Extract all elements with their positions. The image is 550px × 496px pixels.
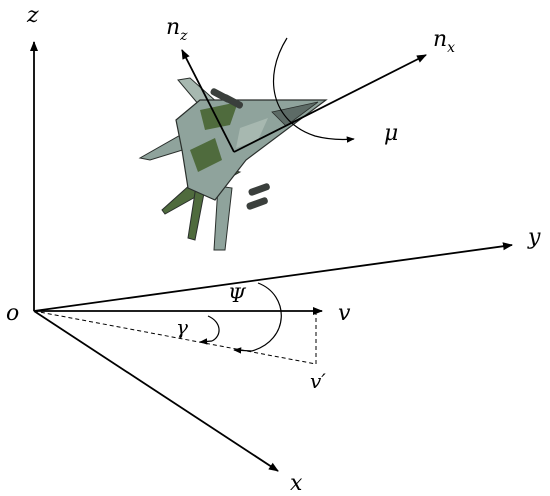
n-z-label: nz [166, 15, 188, 44]
camo-patch [200, 102, 238, 130]
velocity-projection-label: v′ [310, 369, 326, 393]
exhaust-nozzle [246, 197, 268, 210]
psi-arc-arrowhead [233, 347, 253, 354]
mu-roll-arc [272, 37, 355, 143]
velocity-projection-line [33, 310, 317, 365]
n-x-label: nx [433, 27, 455, 56]
gamma-label: γ [176, 315, 188, 339]
exhaust-nozzle [222, 94, 244, 109]
velocity-label: v [338, 301, 351, 326]
exhaust-nozzle [248, 183, 270, 196]
gamma-arc-arrowhead [199, 338, 213, 345]
fighter-jet-illustration [138, 77, 328, 251]
z-axis-label: z [26, 3, 39, 28]
y-axis-label: y [527, 225, 541, 250]
psi-angle-arc [251, 282, 282, 352]
x-axis-label: x [290, 471, 303, 496]
y-axis [33, 242, 513, 312]
canopy [271, 101, 319, 127]
camo-patch [236, 118, 268, 148]
n-z-axis [181, 49, 235, 153]
mu-label: μ [384, 121, 398, 146]
n-x-axis [233, 54, 427, 153]
x-axis [33, 310, 279, 472]
camo-patch [190, 138, 222, 172]
gamma-angle-arc [207, 315, 220, 342]
origin-label: o [6, 301, 19, 326]
psi-label: Ψ [228, 283, 247, 307]
